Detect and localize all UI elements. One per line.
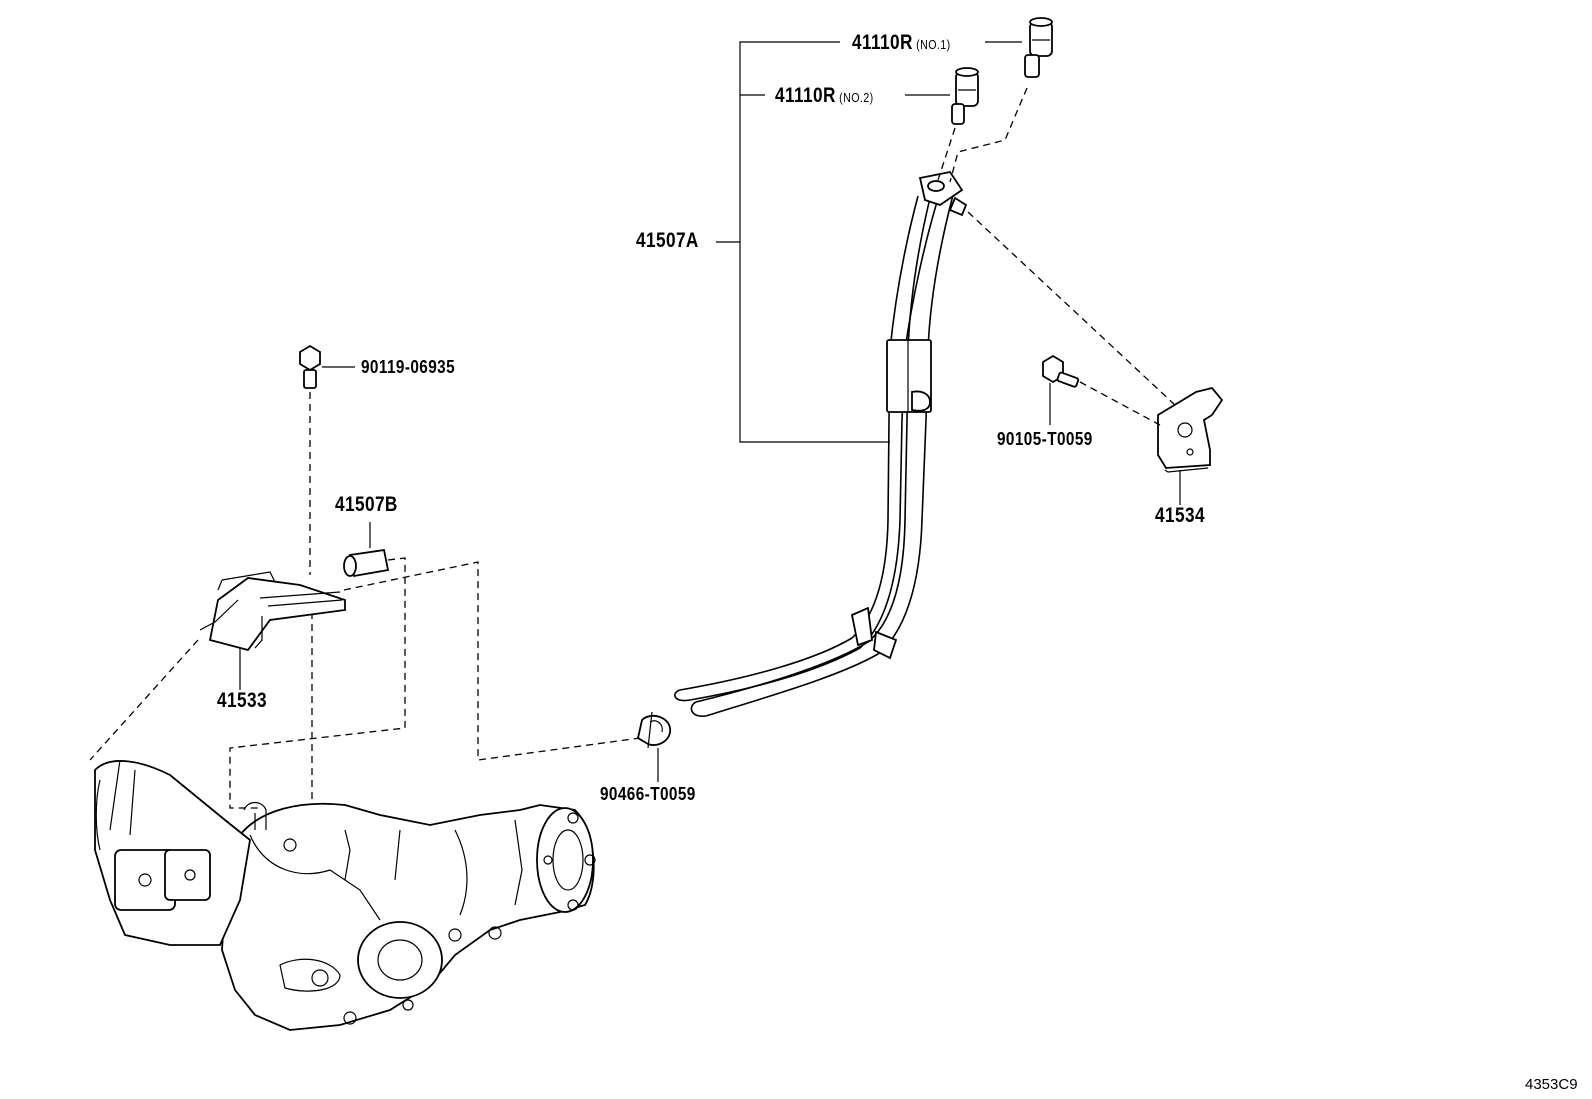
label-90105-T0059: 90105-T0059 [997, 429, 1093, 449]
label-90466-T0059: 90466-T0059 [600, 784, 696, 804]
breather-plug-no1[interactable] [1024, 17, 1053, 78]
breather-hose-41507A[interactable] [674, 170, 968, 717]
figure-id: 4353C9 [1525, 1076, 1578, 1093]
part-number: 41110R [852, 31, 913, 54]
hose-lower-clip-1 [850, 606, 873, 647]
label-41507B: 41507B [335, 493, 398, 516]
part-note: (NO.2) [839, 90, 874, 105]
hose-41507B[interactable] [343, 548, 390, 578]
tube-41533[interactable] [199, 571, 346, 652]
label-41534: 41534 [1155, 504, 1205, 527]
label-41533: 41533 [217, 689, 267, 712]
bracket-41534[interactable] [1157, 386, 1224, 505]
label-41110R-no1: 41110R(NO.1) [852, 32, 951, 53]
bolt-90119[interactable] [299, 344, 321, 389]
bolt-90105[interactable] [1042, 354, 1080, 388]
transfer-case-housing [94, 759, 596, 1031]
label-41110R-no2: 41110R(NO.2) [775, 85, 874, 106]
breather-plug-no2[interactable] [951, 67, 979, 125]
clamp-90466[interactable] [636, 711, 671, 749]
part-number: 41110R [775, 84, 836, 107]
label-41507A: 41507A [636, 229, 699, 252]
part-note: (NO.1) [916, 37, 951, 52]
hose-lower-clip-2 [873, 630, 898, 660]
label-90119-06935: 90119-06935 [361, 357, 456, 377]
